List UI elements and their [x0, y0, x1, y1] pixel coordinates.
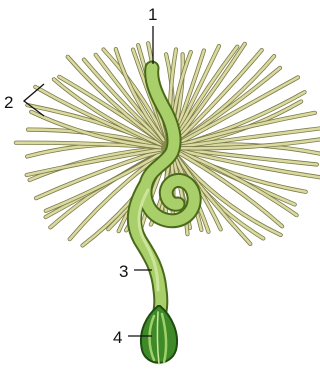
callout-label-1: 1	[148, 6, 157, 23]
leader-lines	[24, 26, 153, 336]
seed-body	[141, 306, 177, 364]
callout-label-3: 3	[119, 263, 128, 280]
callout-label-4: 4	[113, 329, 122, 346]
callout-label-2: 2	[4, 94, 13, 111]
